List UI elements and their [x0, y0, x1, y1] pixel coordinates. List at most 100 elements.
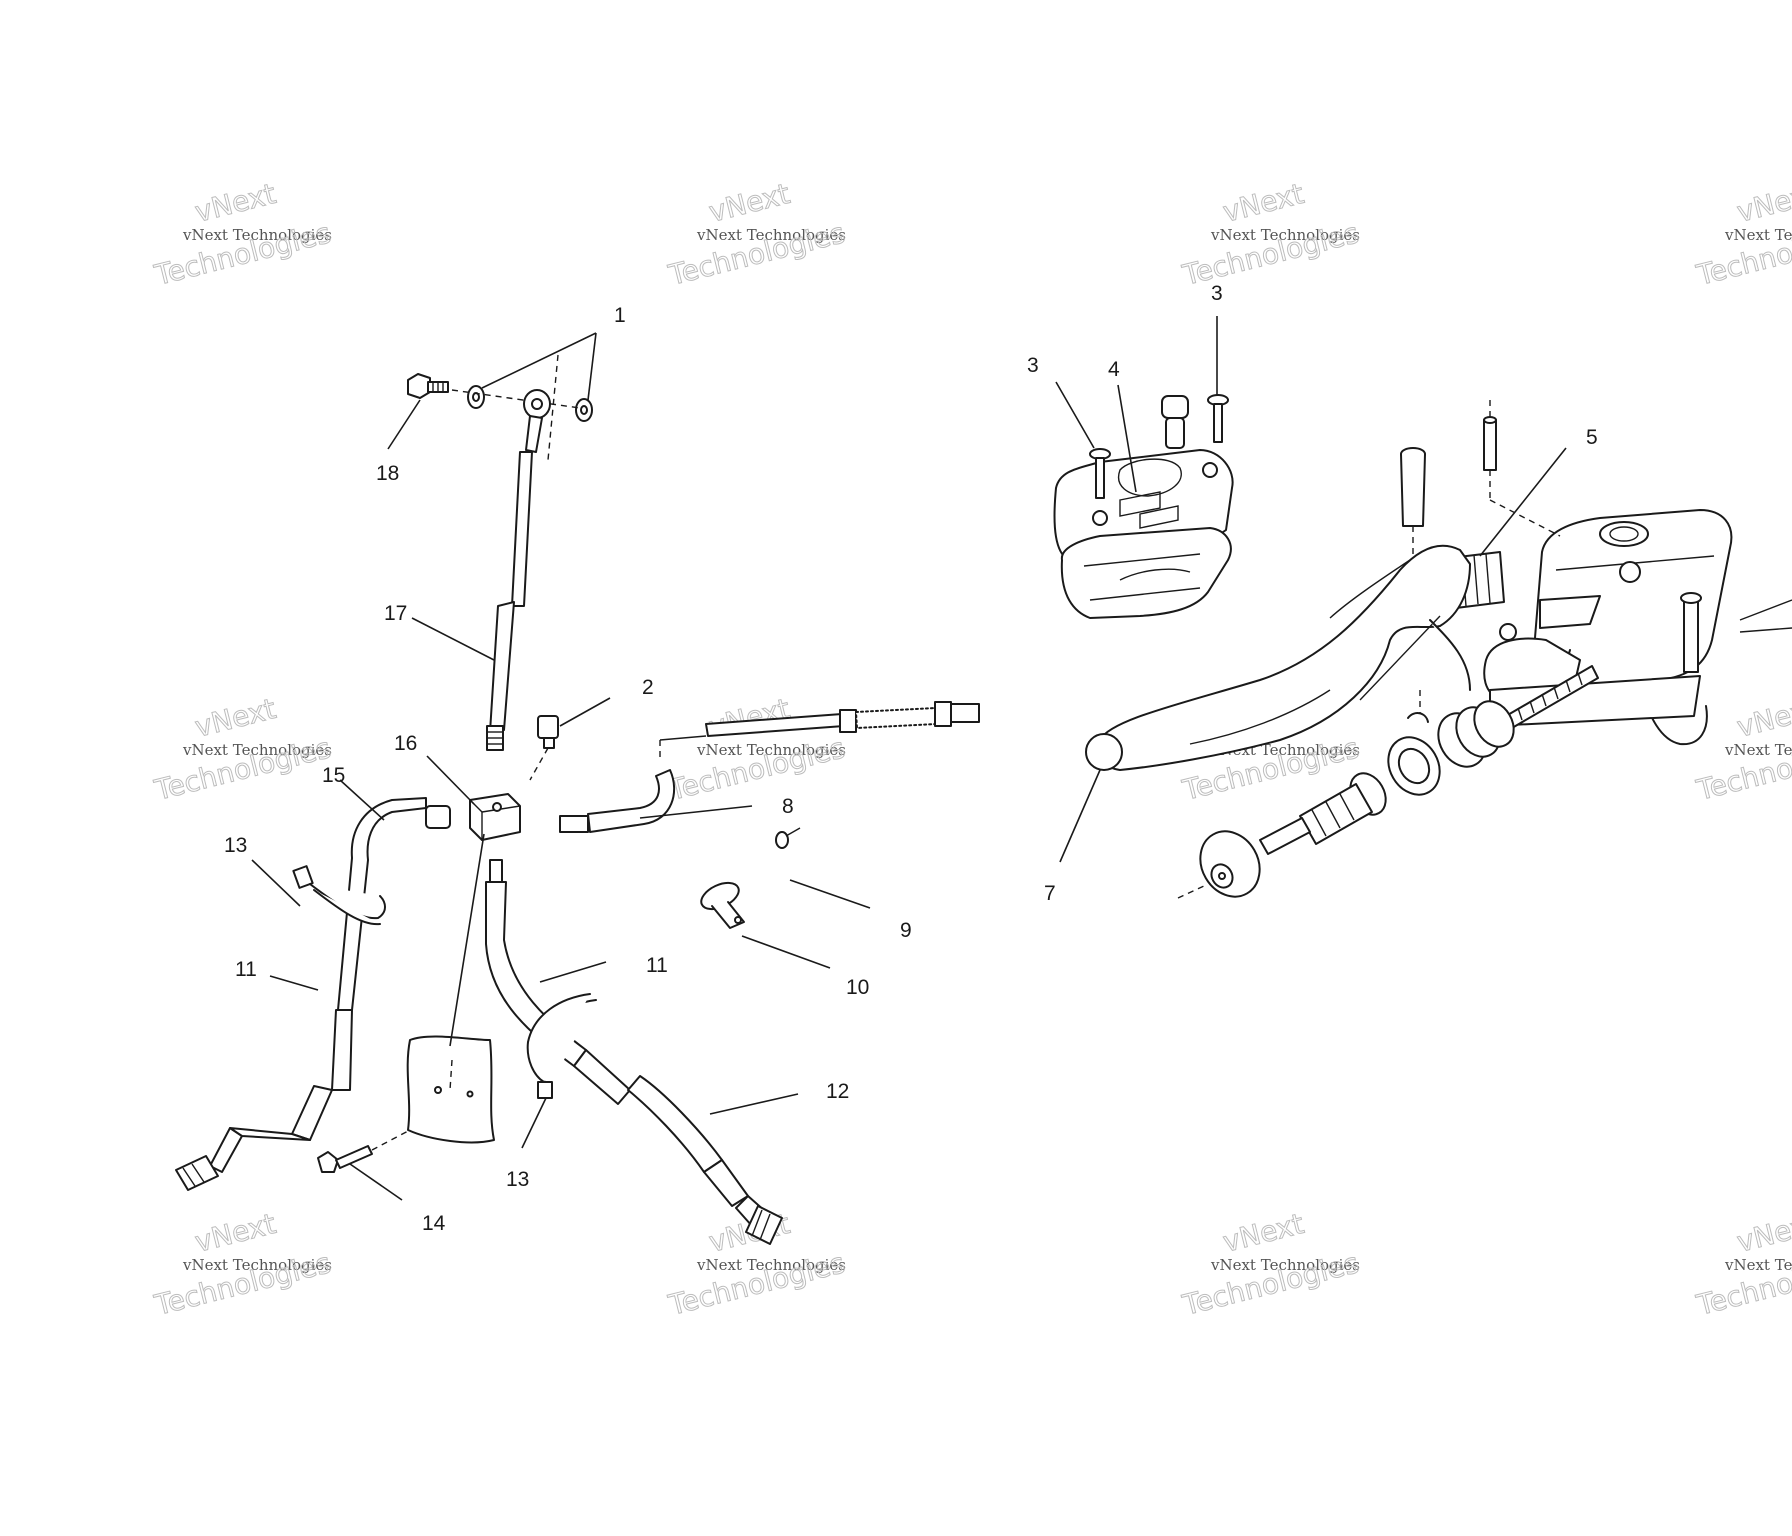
push-rod-end: [1199, 830, 1261, 898]
watermark: vNext vNext Technologies Technologies: [664, 691, 848, 807]
hose-clamp-left: [292, 865, 386, 926]
callout-numbers: 1 18 17 2 16 15 8 13 9 11 11 10 12 13 14…: [224, 282, 1598, 1235]
brake-lever: [1085, 544, 1471, 771]
watermark: vNext vNext Technologies Technologies: [664, 176, 848, 292]
lever-retaining-clip: [1407, 712, 1429, 723]
leader-12: [709, 1093, 799, 1115]
watermark: vNext vNext Technologies Technologies: [1692, 176, 1792, 292]
watermark-name: vNext Technologies: [1724, 741, 1792, 759]
watermark-brand: vNext: [1734, 1207, 1792, 1259]
leader-8: [639, 805, 753, 819]
dust-boot: [1259, 772, 1387, 855]
watermark-name: vNext Technologies: [1210, 1256, 1360, 1274]
cover-screw: [1089, 448, 1111, 499]
watermark: vNext vNext Technologies Technologies: [1178, 176, 1362, 292]
leader-5: [1479, 447, 1567, 557]
leader-16-down: [449, 833, 485, 1047]
leader-4: [1117, 384, 1137, 493]
callout-1: 1: [614, 304, 626, 327]
watermark-brand: vNext: [1220, 177, 1307, 229]
callout-11b: 11: [646, 954, 668, 977]
callout-15: 15: [322, 764, 345, 787]
callout-14: 14: [422, 1212, 446, 1235]
upper-hose: [486, 389, 551, 751]
reservoir-gasket: [1060, 527, 1232, 619]
switch-axis-line: [529, 747, 549, 781]
leader-10: [741, 935, 831, 969]
reservoir-plug: [1161, 395, 1189, 449]
watermark-brand: vNext: [1734, 692, 1792, 744]
push-rod-axis-line: [1177, 885, 1205, 899]
leader-13a: [251, 859, 301, 907]
pivot-pin: [1483, 416, 1497, 471]
watermark-name: vNext Technologies: [1724, 226, 1792, 244]
leader-9: [789, 879, 871, 909]
watermark-name: vNext Technologies: [1210, 226, 1360, 244]
cover-screw: [1207, 394, 1229, 443]
watermark-name: vNext Technologies: [1724, 1256, 1792, 1274]
callout-12: 12: [826, 1080, 849, 1103]
leader-15: [339, 779, 385, 821]
callout-10: 10: [846, 976, 869, 999]
junction-block: [469, 793, 521, 841]
leader-13b: [521, 1097, 547, 1149]
watermark-name: vNext Technologies: [696, 741, 846, 759]
master-cylinder-body: [1483, 509, 1733, 746]
watermark: vNext vNext Technologies Technologies: [150, 176, 334, 292]
mounting-bracket: [406, 1035, 495, 1144]
watermark-name: vNext Technologies: [696, 226, 846, 244]
hose-clamp-right: [526, 993, 597, 1099]
leader-14: [349, 1163, 403, 1201]
leader-lines: [251, 316, 1567, 1201]
brake-line-assembly: [175, 354, 980, 1245]
callout-2: 2: [642, 676, 654, 699]
callout-3a: 3: [1027, 354, 1039, 377]
piston: [1387, 736, 1441, 796]
watermark-name: vNext Technologies: [182, 1256, 332, 1274]
pivot-bolt: [1400, 447, 1426, 527]
callout-13a: 13: [224, 834, 247, 857]
watermark-brand: vNext: [192, 1207, 279, 1259]
banjo-bolt: [407, 373, 449, 399]
leader-11b: [539, 961, 607, 983]
watermark-brand: vNext: [1220, 1207, 1307, 1259]
callout-9: 9: [900, 919, 912, 942]
crush-washer: [575, 398, 593, 422]
watermark: vNext vNext Technologies Technologies: [1178, 1206, 1362, 1322]
leader-1b: [587, 332, 597, 401]
leader-1a: [481, 332, 597, 389]
clip-screw: [775, 827, 801, 849]
hose-clip: [700, 881, 745, 929]
leader-17: [411, 617, 495, 661]
watermark-brand: vNext: [192, 177, 279, 229]
leader-3a: [1055, 381, 1095, 449]
left-hose: [175, 797, 451, 1191]
callout-5: 5: [1586, 426, 1598, 449]
pivot-pin-guide-line-2: [1489, 499, 1561, 537]
watermark: vNext vNext Technologies Technologies: [1692, 691, 1792, 807]
brake-light-switch: [537, 715, 559, 749]
body-leader-a: [1739, 599, 1792, 621]
watermark: vNext vNext Technologies Technologies: [1692, 1206, 1792, 1322]
callout-17: 17: [384, 602, 407, 625]
leader-16: [426, 755, 475, 805]
callout-3b: 3: [1211, 282, 1223, 305]
master-cylinder-assembly: [1053, 394, 1792, 899]
body-leader-b: [1739, 627, 1792, 633]
watermark-name: vNext Technologies: [696, 1256, 846, 1274]
bracket-bolt: [317, 1145, 373, 1173]
callout-7: 7: [1044, 882, 1056, 905]
bracket-axis-line: [449, 1059, 453, 1091]
leader-7: [1059, 769, 1101, 863]
piston-seal: [1437, 700, 1515, 768]
watermark-brand: vNext: [706, 177, 793, 229]
callout-4: 4: [1108, 358, 1120, 381]
watermark-name: vNext Technologies: [182, 226, 332, 244]
watermark-brand: vNext: [1734, 177, 1792, 229]
watermark: vNext vNext Technologies Technologies: [150, 1206, 334, 1322]
bolt-to-bracket-line: [371, 1129, 411, 1151]
watermark-name: vNext Technologies: [182, 741, 332, 759]
callout-16: 16: [394, 732, 417, 755]
watermark: vNext vNext Technologies Technologies: [150, 691, 334, 807]
